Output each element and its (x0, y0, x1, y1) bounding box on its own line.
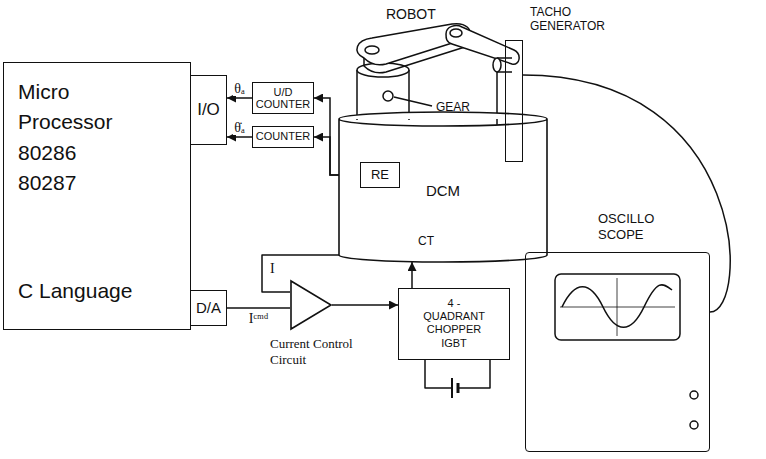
processor-box: Micro Processor 80286 80287 C Language (3, 62, 191, 330)
scope-screen (555, 274, 680, 340)
node-label: OSCILLO SCOPE (598, 211, 670, 242)
scope-axis (617, 278, 618, 336)
counter-box: U/D COUNTER (252, 82, 314, 114)
da-converter-box: D/A (190, 290, 227, 326)
counter-box: COUNTER (252, 126, 314, 148)
signal-name: CT (418, 234, 434, 248)
node-label: D/A (196, 299, 221, 317)
signal-label: θ̇ₐ (233, 120, 246, 135)
triangle-shape (290, 280, 332, 330)
oscilloscope-box: OSCILLO SCOPE (525, 252, 710, 452)
node-label: Current Control Circuit (270, 336, 365, 367)
node-label: COUNTER (256, 130, 310, 143)
node-label: Micro Processor 80286 80287 (18, 77, 136, 199)
scope-axis (560, 307, 675, 308)
triangle-outline (291, 281, 331, 329)
pulley-face (493, 58, 501, 72)
sine-trace (562, 285, 672, 328)
node-label: RE (371, 167, 389, 183)
signal-name: I (270, 261, 275, 278)
gear-leader (394, 97, 432, 106)
connector (411, 262, 413, 288)
node-label: I/O (197, 100, 220, 120)
amplifier-triangle: Current Control Circuit (290, 280, 332, 330)
tacho-generator: TACHO GENERATOR (505, 40, 523, 162)
connector (332, 304, 398, 306)
gear-symbol (383, 91, 393, 101)
signal-label: θₐ (233, 81, 246, 96)
robot-joint (365, 46, 379, 54)
battery-symbol (451, 378, 453, 398)
scope-knob (690, 391, 698, 399)
node-label: TACHO GENERATOR (530, 5, 622, 34)
encoder-box: RE (360, 162, 400, 188)
node-label: U/D COUNTER (256, 86, 310, 110)
io-port-box: I/O (190, 75, 227, 145)
node-sublabel: C Language (18, 278, 132, 303)
node-label: 4 - QUADRANT CHOPPER (419, 297, 489, 335)
node-sublabel: IGBT (441, 337, 467, 350)
cylinder-outline (339, 112, 547, 262)
part-name: ROBOT (386, 6, 436, 23)
signal-label: Iᶜᵐᵈ (248, 311, 269, 326)
node-label: DCM (426, 174, 460, 200)
part-name: GEAR (436, 100, 470, 114)
connector (227, 97, 252, 99)
chopper-box: 4 - QUADRANT CHOPPER IGBT (398, 288, 510, 360)
connector (227, 136, 252, 138)
scope-knob (690, 421, 698, 429)
connector (227, 307, 290, 309)
battery-symbol (457, 383, 460, 393)
connector (523, 75, 730, 312)
robot-joint (450, 29, 462, 37)
